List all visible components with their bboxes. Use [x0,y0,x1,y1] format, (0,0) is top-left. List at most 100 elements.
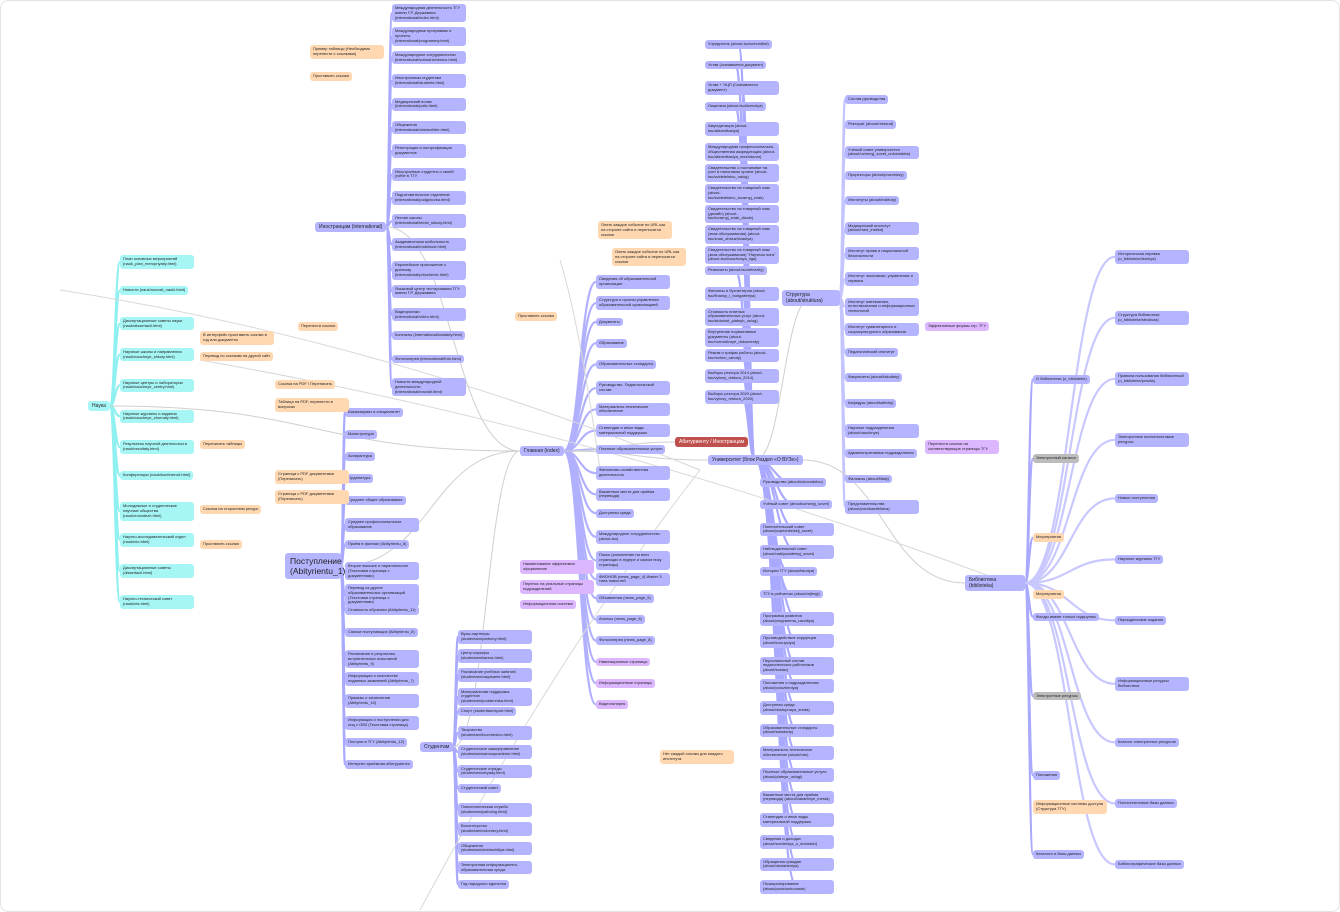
mainkids-node[interactable]: Видеогалерея [596,700,629,709]
mainkids-node[interactable]: Образование [596,338,627,348]
note-annotation[interactable]: Проставить ссылки [515,312,557,321]
student-node[interactable]: Волонтерство (studentam/volontery.html) [458,822,532,836]
struct-node[interactable]: Институт гуманитарного и социокультурног… [845,322,919,337]
biblio-node[interactable]: О библиотеке (o_biblioteke) [1033,375,1090,384]
univA-node[interactable]: Финансы и бухгалтерия (about-tsu/finansy… [705,287,779,301]
fondy-node[interactable]: Каталог электронных ресурсов [1115,738,1179,747]
fondy-node[interactable]: Структура библиотеки (o_biblioteke/struk… [1115,311,1189,325]
biblio-node[interactable]: Фонды имеют только подгруппы [1033,612,1099,622]
nauka-node[interactable]: Результаты научной деятельности (nauk/re… [120,440,194,455]
univB-node[interactable]: Учёный совет (about/uchenyj_sovet) [760,500,833,510]
univA-node[interactable]: Международная профессионально-общественн… [705,142,779,162]
postup-node[interactable]: Информация о поступлении для лиц с ОВЗ (… [345,716,419,730]
note-annotation[interactable]: Опять каждое событие по URL как на сторо… [612,248,686,267]
hub-international[interactable]: Иностранцам (international) [315,222,387,232]
intl-node[interactable]: Подготовительное отделение (internationa… [392,191,466,205]
struct-node[interactable]: Административные подразделения [845,449,917,459]
univA-node[interactable]: Устав + ЭЦП (Скачивается документ) [705,81,779,95]
struct-node[interactable]: Институт математики, естествознания и ин… [845,297,919,316]
univB-node[interactable]: Стипендии и иные виды материальной подде… [760,813,834,827]
nauka-node[interactable]: Диссертационные советы (dissertacii.html… [120,564,194,578]
fondy-node[interactable]: Новые поступления [1115,494,1159,503]
biblio-node[interactable]: Мероприятия [1033,533,1065,543]
highlight-node[interactable]: Наименование эффективно оформление [520,560,594,574]
note-annotation[interactable]: Информационные системы доступа (Структур… [1033,800,1107,814]
struct-node[interactable]: Педагогический институт [845,348,898,357]
student-node[interactable]: Вузы-партнеры (studentam/partnery.html) [458,630,532,644]
nauka-node[interactable]: Научно-технический совет (nauk/nts.html) [120,595,194,609]
univB-node[interactable]: Обращения граждан (about/obrasheniya) [760,857,834,872]
student-node[interactable]: Общежития (studentam/obshezhitiya.html) [458,841,532,856]
univA-node[interactable]: Аккредитация (about-tsu/akkreditaciya) [705,122,779,136]
hub-library[interactable]: Библиотека (biblioteka) [965,575,1025,591]
postup-node[interactable]: Стоимость обучения (Abityrientu_11) [345,606,419,615]
postup-node[interactable]: Приказы о зачислении (Abityrientu_10) [345,694,419,708]
univA-node[interactable]: Режим и график работы (about-tsu/rezhim_… [705,348,779,363]
mainkids-node[interactable]: Информационные страницы [596,678,656,688]
postup-node[interactable]: Расписание и результаты вступительных ис… [345,650,419,669]
intl-node[interactable]: Иностранные студенты о своей учёбе в ТГУ [392,167,466,182]
note-annotation[interactable]: Ссылка на стороннюю ресурс [200,505,262,514]
fondy-node[interactable]: Научные журналы ТГУ [1115,555,1164,564]
postup-node[interactable]: Информация о количестве поданных заявлен… [345,672,419,686]
postup-node[interactable]: Аспирантура [345,452,376,461]
student-node[interactable]: Спорт (studentam/sport.html) [458,706,517,716]
univA-node[interactable]: Свидетельство на товарный знак (дизайн) … [705,204,779,224]
intl-node[interactable]: Языковой центр тестирования ТГУ имени Г.… [392,284,466,299]
biblio-node[interactable]: Электронные ресурсы [1033,691,1081,701]
struct-node[interactable]: Представительства (about/predstavitelstv… [845,500,919,514]
univB-node[interactable]: История ТГУ (about/istoriya) [760,567,818,577]
postup-node[interactable]: Приём в филиал (Abityrientu_6) [345,540,410,549]
univA-node[interactable]: Свидетельство на товарный знак (знак обс… [705,225,779,244]
nauka-node[interactable]: Конференции (nauk/konferencii.html) [120,471,194,481]
nauka-node[interactable]: Диссертационные советы науки (nauk/disse… [120,316,194,331]
struct-node[interactable]: Институт экономики, управления и сервиса [845,272,919,286]
intl-node[interactable]: Академическая мобильность (international… [392,237,466,252]
univB-node[interactable]: Положения о подразделениях (about/polozh… [760,679,834,693]
highlight-node[interactable]: Перенести ссылки на соответствующие стра… [925,440,999,454]
univB-node[interactable]: Платные образовательные услуги (about/pl… [760,768,834,782]
note-annotation[interactable]: Проставить ссылки [310,72,352,81]
postup-node[interactable]: Второе высшее и параллельное (Текстовая … [345,562,419,581]
postup-node[interactable]: Магистратура [345,430,377,439]
student-node[interactable]: Материальная поддержка студентов (studen… [458,687,532,707]
fondy-node[interactable]: Полнотекстовые базы данных [1115,799,1177,808]
note-annotation[interactable]: Пример таблицы (Необходимо перенести с с… [310,45,384,59]
intl-node[interactable]: Контакты (international/kontakty.html) [392,331,466,341]
student-node[interactable]: Студенческий совет [458,783,502,793]
nauka-node[interactable]: Научные школы и направления (nauk/nauchn… [120,347,194,362]
note-annotation[interactable]: Перенести ссылки [298,322,339,331]
fondy-node[interactable]: Библиографические базы данных [1115,860,1184,869]
student-node[interactable]: Год народного единства [458,880,509,889]
intl-node[interactable]: Новости международной деятельности (inte… [392,378,466,397]
note-annotation[interactable]: Переписать таблицы [200,440,245,449]
univA-node[interactable]: Реквизиты (about-tsu/rekvizity) [705,266,767,276]
intl-node[interactable]: Международные программы и проекты (inter… [392,27,466,46]
student-node[interactable]: Расписание учебных занятий (studentam/ra… [458,668,532,683]
note-annotation[interactable]: Опять каждое событие по URL как на сторо… [598,221,672,240]
note-annotation[interactable]: Страница с PDF документами (Переписать) [275,470,349,484]
nauka-node[interactable]: Новости (nauk/novosti_nauki.html) [120,285,189,295]
mainkids-node[interactable]: Структура и органы управления образовате… [596,296,670,310]
note-annotation[interactable]: Ссылка на PDF / Переписать [275,380,336,389]
univA-node[interactable]: Свидетельство на товарный знак (знак обс… [705,245,779,265]
hub-structure[interactable]: Структура (about/struktura) [782,290,840,306]
highlight-node[interactable]: Эффективные формы стр. ТГУ [925,322,989,331]
univA-node[interactable]: Выборы ректора 2014 (about-tsu/vybory_re… [705,369,779,383]
mainkids-node[interactable]: Вакантные места для приёма (перевода) [596,487,670,502]
nauka-node[interactable]: Научно-исследовательский отдел (nauk/nio… [120,533,194,547]
highlight-node[interactable]: Информационная система [520,600,576,609]
intl-node[interactable]: Международное сотрудничество (internatio… [392,50,466,65]
univA-node[interactable]: Внутренние нормативные документы (about-… [705,328,779,347]
mainkids-node[interactable]: Материально-техническое обеспечение [596,402,670,417]
biblio-node[interactable]: Положения [1033,770,1061,780]
struct-node[interactable]: Факультеты (about/fakultety) [845,373,903,383]
mainkids-node[interactable]: Фотогалерея (news_page_8) [596,636,655,646]
intl-node[interactable]: Международная деятельность ТГУ имени Г.Р… [392,4,466,23]
univA-node[interactable]: Свидетельство на товарный знак (about-ts… [705,184,779,203]
struct-node[interactable]: Институт права и национальной безопаснос… [845,246,919,261]
univA-node[interactable]: Учредитель (about-tsu/uchreditel) [705,40,772,49]
student-node[interactable]: Студенческие отряды (studentam/otryady.h… [458,764,532,779]
univA-node[interactable]: Выборы ректора 2020 (about-tsu/vybory_re… [705,390,779,404]
univB-node[interactable]: Материально-техническое обеспечение (abo… [760,746,834,760]
